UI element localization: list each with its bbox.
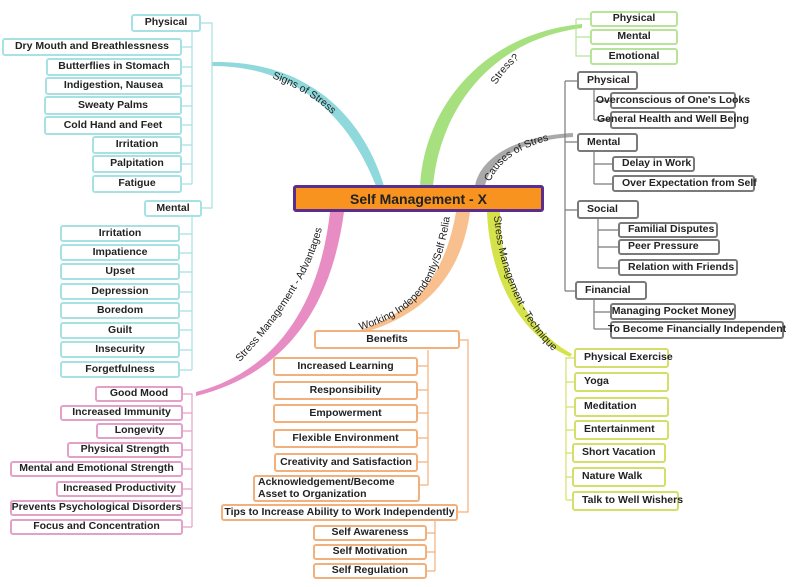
node-techniques-item[interactable]: Short Vacation [572, 443, 666, 463]
node-signs-physical-item[interactable]: Butterflies in Stomach [46, 58, 182, 76]
connectors-causes [564, 80, 618, 330]
node-causes-item[interactable]: Delay in Work [612, 156, 695, 172]
branch-ribbon-techniques [487, 212, 572, 357]
node-signs-mental-item[interactable]: Guilt [60, 322, 180, 339]
node-working-benefit-item[interactable]: Responsibility [273, 381, 418, 400]
node-stress-item[interactable]: Physical [590, 11, 678, 27]
node-signs-mental[interactable]: Mental [144, 200, 202, 217]
node-working-tip-item[interactable]: Self Motivation [313, 544, 427, 560]
node-causes-mental[interactable]: Mental [577, 133, 638, 152]
node-signs-physical-item[interactable]: Dry Mouth and Breathlessness [2, 38, 182, 56]
node-techniques-item[interactable]: Meditation [574, 397, 669, 417]
node-working-benefit-item[interactable]: Empowerment [273, 404, 418, 423]
node-signs-physical-item[interactable]: Indigestion, Nausea [45, 77, 182, 95]
node-causes-financial[interactable]: Financial [575, 281, 647, 300]
node-signs-physical-item[interactable]: Irritation [92, 136, 182, 154]
connectors-working [418, 339, 469, 572]
node-advantages-item[interactable]: Increased Productivity [56, 481, 183, 497]
node-working-benefit-item[interactable]: Acknowledgement/Become Asset to Organiza… [253, 475, 420, 502]
node-techniques-item[interactable]: Physical Exercise [574, 348, 673, 368]
node-signs-physical-item[interactable]: Fatigue [92, 175, 182, 193]
node-signs-mental-item[interactable]: Impatience [60, 244, 180, 261]
node-working-tips[interactable]: Tips to Increase Ability to Work Indepen… [221, 504, 458, 521]
node-signs-mental-item[interactable]: Insecurity [60, 341, 180, 358]
branch-ribbon-causes [475, 133, 573, 186]
node-working-benefit-item[interactable]: Flexible Environment [273, 429, 418, 448]
node-working-tip-item[interactable]: Self Awareness [313, 525, 427, 541]
node-working-benefits[interactable]: Benefits [314, 330, 460, 349]
node-techniques-item[interactable]: Talk to Well Wishers [572, 491, 683, 511]
branch-ribbon-advantages [196, 212, 344, 396]
node-signs-physical-item[interactable]: Sweaty Palms [44, 96, 182, 115]
central-topic[interactable]: Self Management - X [293, 185, 544, 212]
branch-ribbon-signs [212, 61, 384, 186]
node-causes-item[interactable]: Managing Pocket Money [610, 303, 736, 320]
node-working-benefit-item[interactable]: Increased Learning [273, 357, 418, 376]
connectors-signs [180, 22, 213, 371]
node-advantages-item[interactable]: Good Mood [95, 386, 183, 402]
node-advantages-item[interactable]: Prevents Psychological Disorders [10, 500, 183, 516]
node-causes-social[interactable]: Social [577, 200, 639, 219]
node-signs-physical-item[interactable]: Cold Hand and Feet [44, 116, 182, 135]
node-signs-mental-item[interactable]: Boredom [60, 302, 180, 319]
node-advantages-item[interactable]: Focus and Concentration [10, 519, 183, 535]
node-signs-physical[interactable]: Physical [131, 14, 201, 32]
node-signs-mental-item[interactable]: Depression [60, 283, 180, 300]
branch-label-signs: Signs of Stress [271, 70, 338, 117]
node-techniques-item[interactable]: Entertainment [574, 420, 669, 440]
connectors-techniques [565, 357, 574, 501]
connectors-advantages [183, 393, 193, 528]
node-techniques-item[interactable]: Nature Walk [572, 467, 666, 487]
node-signs-mental-item[interactable]: Upset [60, 263, 180, 280]
node-working-tip-item[interactable]: Self Regulation [313, 563, 427, 579]
node-causes-physical[interactable]: Physical [577, 71, 638, 90]
connectors-stress [575, 18, 590, 57]
node-advantages-item[interactable]: Physical Strength [67, 442, 183, 458]
node-causes-item[interactable]: Overconscious of One's Looks [596, 92, 750, 109]
node-stress-item[interactable]: Mental [590, 29, 678, 45]
node-stress-item[interactable]: Emotional [590, 48, 678, 65]
node-signs-mental-item[interactable]: Irritation [60, 225, 180, 242]
node-causes-item[interactable]: General Health and Well Being [597, 111, 749, 129]
node-causes-item[interactable]: Peer Pressure [618, 239, 720, 255]
branch-ribbon-working [360, 212, 470, 333]
node-signs-mental-item[interactable]: Forgetfulness [60, 361, 180, 378]
node-causes-item[interactable]: Familial Disputes [618, 222, 718, 238]
node-advantages-item[interactable]: Increased Immunity [60, 405, 183, 421]
node-signs-physical-item[interactable]: Palpitation [92, 155, 182, 173]
node-techniques-item[interactable]: Yoga [574, 372, 669, 392]
branch-ribbon-stress [420, 24, 582, 186]
node-causes-item[interactable]: To Become Financially Independent [608, 321, 786, 339]
node-working-benefit-item[interactable]: Creativity and Satisfaction [274, 453, 418, 472]
node-advantages-item[interactable]: Mental and Emotional Strength [10, 461, 183, 477]
node-causes-item[interactable]: Relation with Friends [618, 259, 738, 276]
node-causes-item[interactable]: Over Expectation from Self [612, 175, 757, 192]
node-advantages-item[interactable]: Longevity [96, 423, 183, 439]
